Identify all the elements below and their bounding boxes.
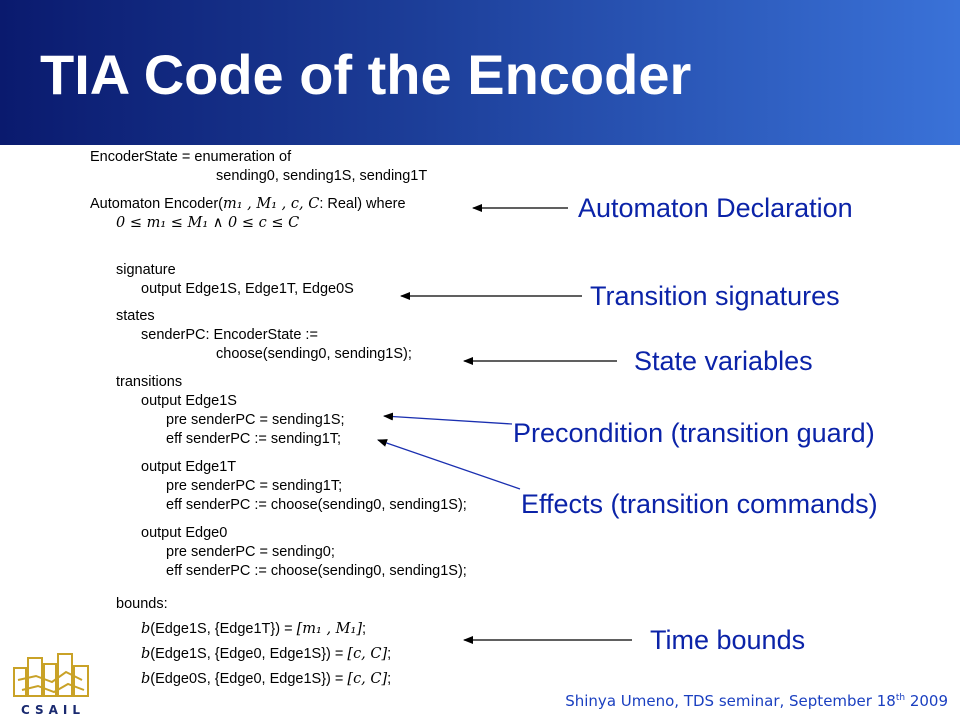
- code-line: pre senderPC = sending0;: [166, 544, 335, 560]
- bound-line: b(Edge0S, {Edge0, Edge1S}) = [c, C];: [141, 671, 392, 687]
- code-line: transitions: [116, 374, 183, 390]
- bound-line: b(Edge1S, {Edge1T}) = [m₁ , M₁];: [141, 621, 367, 637]
- code-line: output Edge1S: [141, 393, 237, 409]
- code-line: output Edge1T: [141, 459, 237, 475]
- annotation-signatures: Transition signatures: [590, 281, 840, 311]
- annotation-time-bounds: Time bounds: [650, 625, 806, 655]
- footer-credit: Shinya Umeno, TDS seminar, September 18t…: [565, 692, 948, 710]
- csail-logo: CSAIL: [13, 653, 89, 717]
- code-line: Automaton Encoder(m₁ , M₁ , c, C: Real) …: [90, 196, 406, 212]
- code-line: EncoderState = enumeration of: [90, 149, 292, 165]
- code-line: sending0, sending1S, sending1T: [216, 168, 428, 184]
- code-line: choose(sending0, sending1S);: [216, 346, 412, 362]
- code-line: pre senderPC = sending1S;: [166, 412, 345, 428]
- code-line: eff senderPC := choose(sending0, sending…: [166, 497, 467, 513]
- arrow-effects: [377, 439, 521, 490]
- annotation-precondition: Precondition (transition guard): [513, 418, 875, 448]
- code-line: eff senderPC := choose(sending0, sending…: [166, 563, 467, 579]
- code-line: pre senderPC = sending1T;: [166, 478, 343, 494]
- code-line-math: 0 ≤ m₁ ≤ M₁ ∧ 0 ≤ c ≤ C: [116, 215, 300, 231]
- annotation-state-vars: State variables: [634, 346, 813, 376]
- annotation-automaton: Automaton Declaration: [578, 193, 853, 223]
- title-banner: [0, 0, 960, 145]
- slide-title: TIA Code of the Encoder: [40, 43, 692, 106]
- code-line: signature: [116, 262, 176, 278]
- arrow-precondition: [383, 412, 513, 425]
- code-line: bounds:: [116, 596, 168, 612]
- code-line: eff senderPC := sending1T;: [166, 431, 342, 447]
- code-line: senderPC: EncoderState :=: [141, 327, 318, 343]
- annotation-effects: Effects (transition commands): [521, 489, 878, 519]
- code-line: output Edge1S, Edge1T, Edge0S: [141, 281, 354, 297]
- code-line: output Edge0: [141, 525, 228, 541]
- csail-logo-label: CSAIL: [21, 703, 85, 717]
- bound-line: b(Edge1S, {Edge0, Edge1S}) = [c, C];: [141, 646, 392, 662]
- code-line: states: [116, 308, 155, 324]
